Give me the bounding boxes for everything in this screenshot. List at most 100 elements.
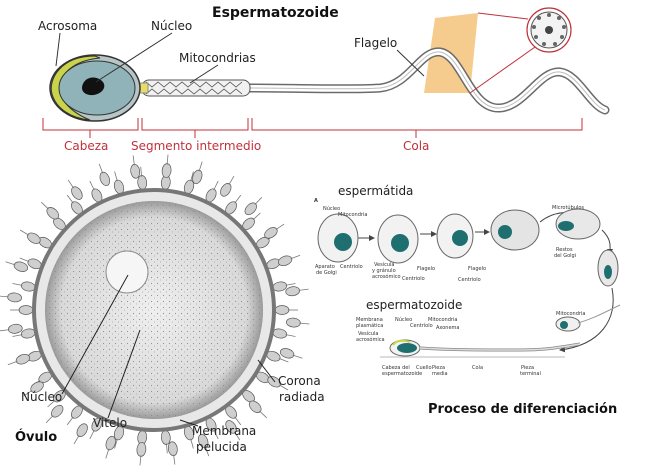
sperm-illustration [42,7,610,138]
tiny-y-granulo: y gránulo [372,268,396,274]
corona-cell [136,442,147,457]
corona-cell-process [0,329,10,332]
corona-cell-process [299,322,310,325]
tiny-terminal: terminal [520,371,541,377]
corona-cell-process [67,179,74,189]
corona-cell-process [292,354,303,359]
corona-cell-process [234,431,241,441]
tiny-flagelo-1: Flagelo [417,266,436,272]
label-membrane-2: pelucida [196,440,247,454]
corona-cell-process [234,416,242,426]
tiny-pieza-2: Pieza [521,365,535,371]
ovum-illustration [0,154,310,466]
corona-cell-process [173,454,176,465]
corona-cell [137,175,148,190]
tiny-acrosomico: acrosómico [372,274,401,280]
corona-cell [278,255,293,267]
corona-cell-process [73,435,80,445]
tiny-plasmatica: plasmática [356,323,384,329]
corona-cell [130,163,141,179]
corona-cell-process [278,358,289,363]
corona-cell [76,423,88,437]
corona-cell-process [19,229,29,236]
differentiation-process [317,208,621,358]
tiny-restos: Restos [556,247,573,253]
corona-cell-process [166,443,168,454]
corona-cell [18,305,34,315]
corona-cell [279,348,295,359]
corona-cell-process [66,416,74,426]
tiny-mitocondria-2: Mitocondria [556,311,586,317]
corona-cell-process [114,438,118,449]
corona-cell-process [298,288,309,291]
tiny-pieza: Pieza [432,365,446,371]
tiny-cuello: Cuello [416,365,432,371]
ovum-nucleus [105,250,149,294]
corona-cell-process [204,446,210,457]
corona-cell-process [41,201,49,210]
corona-cell-process [259,410,267,419]
corona-cell-process [132,155,135,166]
corona-cell-process [0,295,9,298]
tiny-flagelo-2: Flagelo [468,266,487,272]
tiny-mitocondria-3: Mitocondria [428,317,458,323]
corona-cell [220,183,232,197]
corona-cell [285,286,301,297]
corona-cell [15,353,30,365]
corona-cell [99,171,111,186]
label-membrane-1: Membrana [192,424,257,438]
tiny-cola: Cola [472,365,484,371]
section-brackets [42,118,583,138]
corona-cell-process [7,360,18,366]
corona-cell-process [190,171,194,182]
corona-cell-process [12,283,23,286]
tiny-centriolo-2: Centriolo [402,276,425,282]
tiny-microtubulos: Microtúbulos [552,205,584,211]
label-spermatozoon: espermatozoide [366,298,463,312]
label-midpiece: Segmento intermedio [131,139,262,153]
corona-cell [286,317,301,328]
tiny-vesicula: Vesícula [374,262,395,268]
tiny-centriolo-1: Centriolo [340,264,363,270]
corona-cell-process [254,197,263,205]
corona-cell-process [275,223,285,230]
corona-cell-process [45,415,54,423]
sperm-nucleus-shape [82,77,105,96]
tiny-centriolo-4: Centríolo [410,323,433,329]
corona-cell [7,292,22,303]
tiny-nucleo-2: Núcleo [395,317,413,323]
corona-cell-process [105,448,110,459]
corona-cell-process [23,390,33,397]
ovum-title: Óvulo [15,430,58,445]
label-vitellus: Vitelo [93,416,128,430]
tiny-axonema: Axonema [436,325,460,331]
corona-cell-process [114,171,118,182]
corona-cell-process [285,334,296,337]
corona-cell-process [140,166,142,177]
tiny-espermatozoide: espermatozoide [382,371,423,377]
corona-cell [13,261,29,272]
label-mitochondria: Mitocondrias [179,51,256,65]
tiny-nucleo: Núcleo [323,206,341,212]
tiny-aparato: Aparato [315,264,335,270]
label-corona-2: radiada [279,390,325,404]
corona-cell [167,441,178,457]
corona-radiata-cells [0,154,310,466]
corona-cell-process [234,194,242,204]
label-sperm-nucleus: Núcleo [151,19,193,33]
tiny-del-golgi: del Golgi [554,253,577,259]
corona-cell-process [19,257,30,262]
label-acrosome: Acrosoma [38,19,98,33]
sperm-title: Espermatozoide [212,5,339,21]
tiny-vesicula-2: Vesícula [358,331,379,337]
corona-cell-process [213,180,219,191]
label-corona-1: Corona [278,374,321,388]
corona-cell [71,186,83,200]
corona-cell-process [252,212,261,220]
corona-cell-process [166,154,169,165]
corona-cell-process [98,163,104,174]
corona-cell-process [198,161,203,172]
label-head: Cabeza [64,139,109,153]
